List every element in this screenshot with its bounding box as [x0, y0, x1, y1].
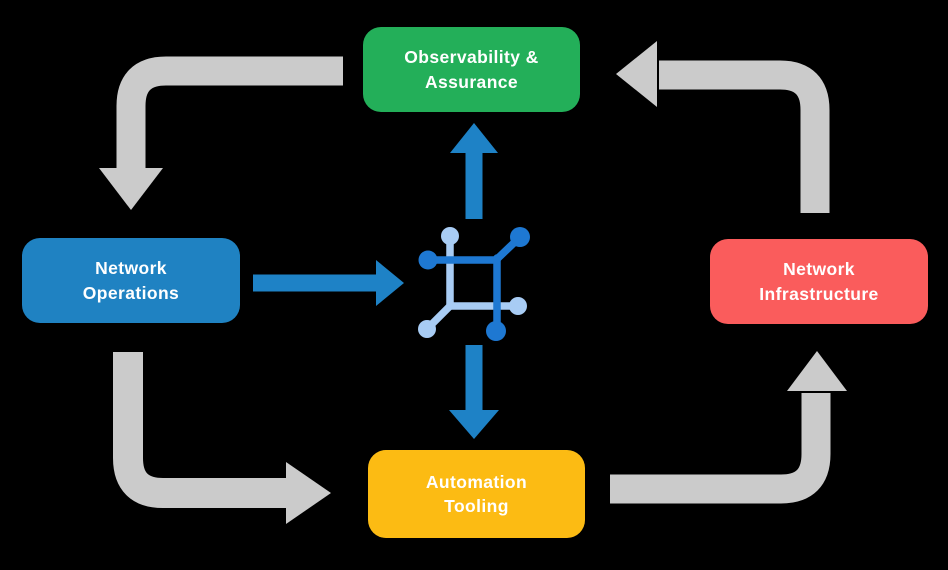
icon-top-node	[441, 227, 459, 245]
center-arrow-up	[450, 123, 498, 219]
node-label-line: Assurance	[424, 71, 519, 92]
icon-left-node	[418, 250, 438, 270]
icon-right-node	[509, 297, 527, 315]
icon-bottom-left-node	[418, 320, 436, 338]
cycle-arrow-bottom-right	[610, 351, 847, 504]
node-network-infrastructure: Network Infrastructure	[710, 239, 928, 324]
cycle-arrow-bottom-left	[113, 352, 331, 524]
network-mesh-icon-light	[418, 227, 527, 338]
node-label-line: Observability &	[404, 47, 539, 67]
cycle-arrow-top-right-head	[616, 41, 657, 107]
center-arrow-down	[449, 345, 499, 439]
cycle-arrow-top-left-head	[99, 168, 163, 210]
cycle-arrow-bottom-right-head	[787, 351, 847, 391]
center-arrow-right-head	[376, 260, 404, 306]
icon-bottom-node	[486, 321, 506, 341]
icon-top-right-node	[510, 227, 530, 247]
center-arrow-up-head	[450, 123, 498, 153]
node-automation-tooling: Automation Tooling	[368, 450, 585, 538]
network-mesh-icon-dark	[418, 227, 530, 341]
cycle-arrow-bottom-right-shaft	[610, 393, 831, 504]
network-mesh-icon	[418, 227, 530, 341]
cycle-arrow-top-right-shaft	[659, 60, 830, 213]
node-label-line: Tooling	[444, 496, 509, 516]
center-arrow-down-head	[449, 410, 499, 439]
node-label-line: Automation	[425, 471, 528, 492]
cycle-arrow-bottom-left-shaft	[113, 352, 288, 508]
node-network-operations: Network Operations	[22, 238, 240, 323]
cycle-arrow-top-left	[99, 56, 343, 210]
node-label-line: Infrastructure	[759, 283, 879, 304]
center-arrow-right	[253, 260, 404, 306]
node-label-line: Operations	[82, 282, 180, 303]
cycle-arrow-top-right	[616, 41, 830, 213]
node-label-line: Network	[783, 259, 855, 279]
node-label-line: Network	[95, 258, 167, 278]
cycle-arrow-bottom-left-head	[286, 462, 331, 524]
node-observability-assurance: Observability & Assurance	[363, 27, 580, 112]
cycle-arrow-top-left-shaft	[116, 56, 343, 170]
